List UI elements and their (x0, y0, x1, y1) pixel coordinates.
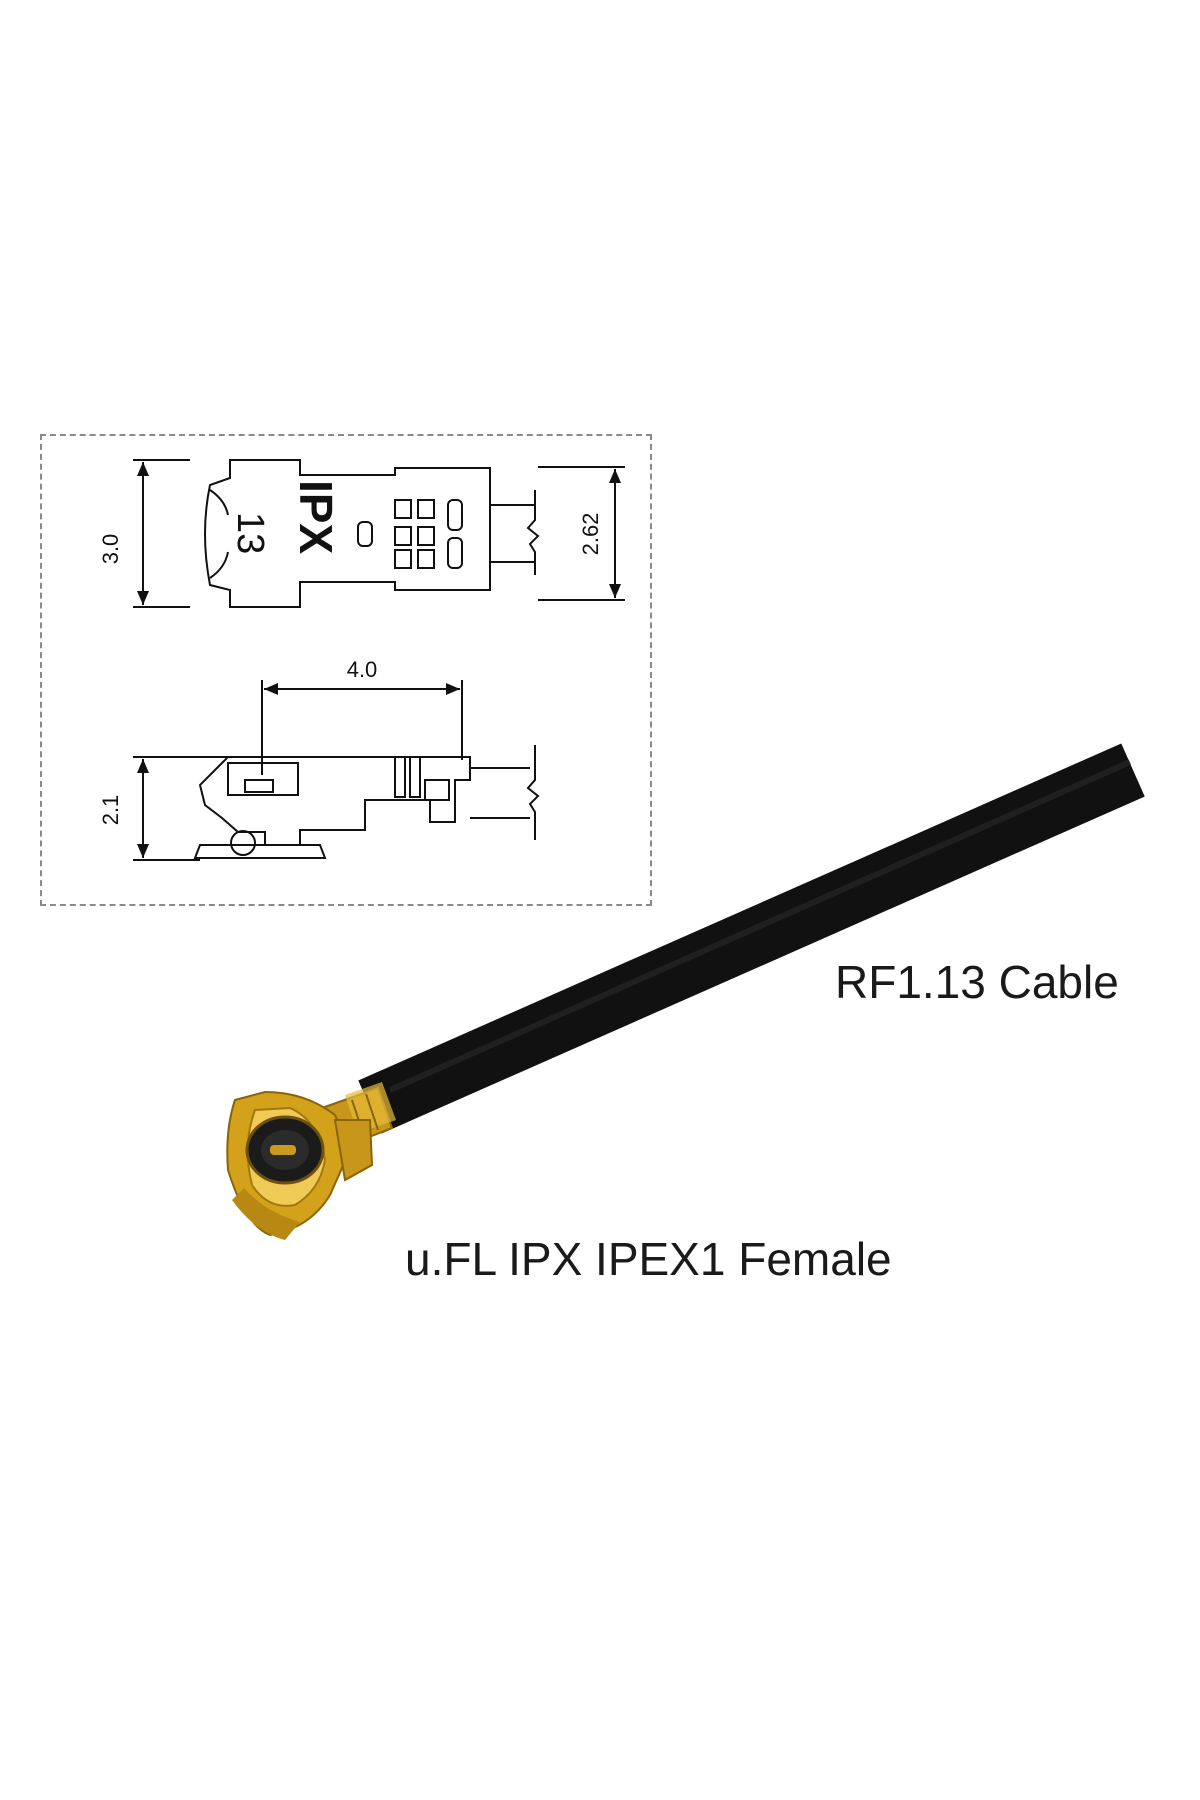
ufl-connector (226, 1090, 374, 1240)
top-view (133, 459, 625, 608)
side-view (133, 680, 540, 861)
dimension-label-length: 4.0 (347, 657, 378, 682)
top-marking-text: IPX (290, 480, 342, 554)
dimension-drawing-frame (40, 434, 652, 906)
rf-cable (358, 743, 1145, 1134)
cable-label: RF1.13 Cable (835, 956, 1119, 1008)
dimension-label-cable-height: 2.62 (578, 513, 603, 556)
dimension-label-side-height: 2.1 (98, 795, 123, 826)
dimension-label-top-height: 3.0 (98, 534, 123, 565)
connector-label: u.FL IPX IPEX1 Female (405, 1233, 892, 1285)
cable-assembly-photo (226, 743, 1145, 1240)
top-code-text: 13 (229, 512, 271, 554)
